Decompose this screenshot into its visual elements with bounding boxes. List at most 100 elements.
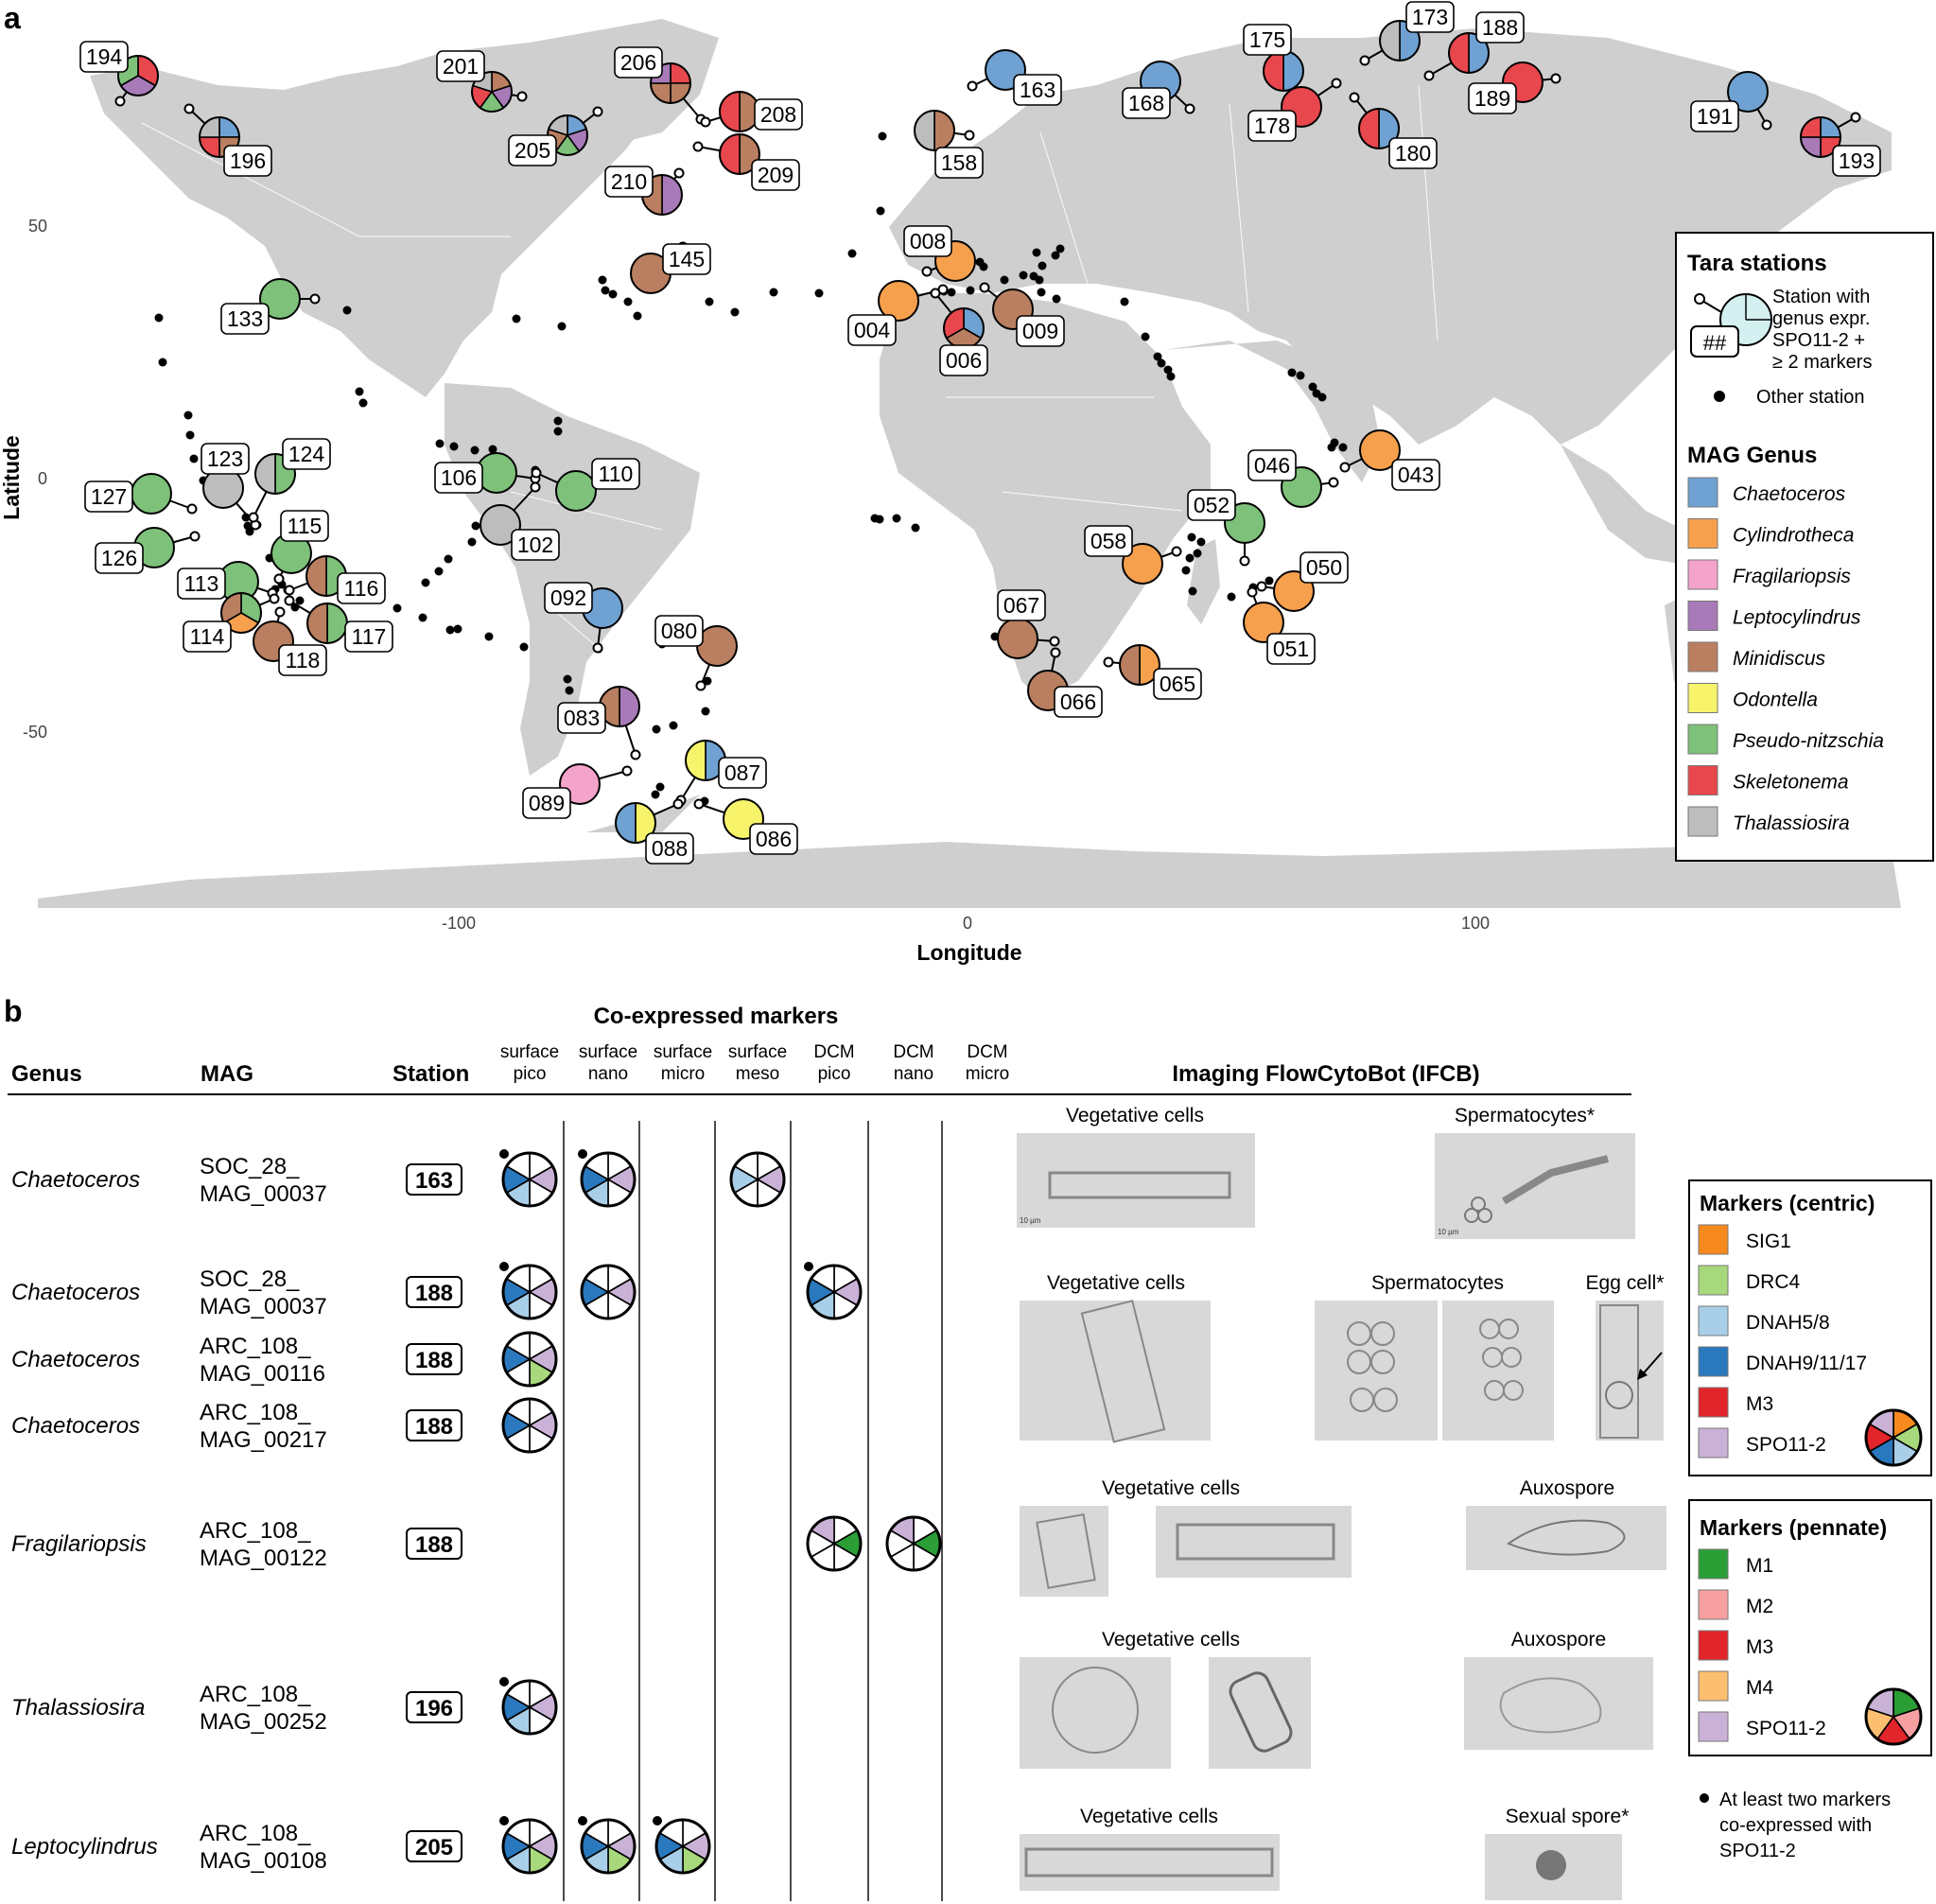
label-r5a: Vegetative cells bbox=[1080, 1806, 1218, 1827]
column-header-bottom: micro bbox=[966, 1064, 1009, 1084]
genus-legend-item: Chaetoceros bbox=[1687, 477, 1846, 508]
station-pie-006 bbox=[943, 307, 985, 349]
station-pie-102 bbox=[480, 504, 521, 546]
station-label-box bbox=[557, 702, 606, 734]
column-header-bottom: nano bbox=[588, 1064, 628, 1084]
ifcb-images: Vegetative cells 10 µm Spermatocytes* 10… bbox=[1017, 1105, 1666, 1900]
other-station-dot bbox=[847, 249, 857, 258]
station-label: 050 bbox=[1306, 555, 1342, 580]
station-pie-114 bbox=[220, 592, 262, 634]
marker-pie bbox=[501, 1331, 558, 1388]
label-r1b: Spermatocytes* bbox=[1455, 1105, 1595, 1127]
other-station-dot bbox=[467, 537, 477, 547]
station-pie-117 bbox=[306, 603, 348, 644]
station-label: 110 bbox=[599, 462, 634, 486]
other-station-dot bbox=[1019, 271, 1028, 280]
other-station-dots bbox=[154, 131, 1348, 807]
row-station-box bbox=[406, 1409, 462, 1441]
svg-text:At least two markers: At least two markers bbox=[1719, 1790, 1891, 1810]
other-station-dot bbox=[892, 514, 901, 523]
other-station-dot bbox=[979, 262, 988, 271]
station-label: 004 bbox=[854, 318, 891, 342]
centric-pie bbox=[1864, 1408, 1923, 1467]
other-station-dot bbox=[1196, 537, 1206, 547]
station-label-box bbox=[662, 243, 711, 275]
legend-dot bbox=[1714, 391, 1725, 402]
genus-legend-item: Fragilariopsis bbox=[1687, 559, 1851, 590]
station-label: 201 bbox=[443, 54, 479, 79]
row-station-box bbox=[406, 1528, 462, 1560]
station-label: 102 bbox=[517, 533, 553, 557]
station-189: 189 bbox=[1468, 61, 1561, 114]
station-label: 083 bbox=[564, 706, 600, 730]
station-116: 116 bbox=[284, 555, 386, 604]
station-label-box bbox=[434, 462, 483, 494]
genus-legend-item: Leptocylindrus bbox=[1687, 601, 1861, 631]
station-label-box bbox=[1266, 633, 1316, 665]
marker-pie bbox=[501, 1151, 558, 1208]
arrow-icon bbox=[1640, 1352, 1663, 1377]
coexpression-dot bbox=[499, 1816, 509, 1825]
legend-genus-title: MAG Genus bbox=[1687, 443, 1817, 468]
station-label-box bbox=[337, 572, 386, 604]
station-115: 115 bbox=[270, 510, 329, 585]
column-header-top: DCM bbox=[813, 1042, 854, 1062]
station-label-box bbox=[1388, 137, 1438, 169]
legend-station-desc-2: genus expr. bbox=[1772, 308, 1870, 329]
column-header-bottom: pico bbox=[514, 1064, 547, 1084]
station-114: 114 bbox=[183, 592, 280, 653]
station-193: 193 bbox=[1800, 112, 1881, 177]
station-label: 178 bbox=[1254, 114, 1290, 138]
station-110: 110 bbox=[531, 458, 640, 512]
station-pie-201 bbox=[471, 71, 513, 113]
image-r3a-2 bbox=[1156, 1506, 1352, 1578]
other-station-dot bbox=[418, 613, 427, 622]
station-label-box bbox=[751, 159, 800, 191]
station-label: 124 bbox=[288, 442, 325, 466]
genus-legend-items: ChaetocerosCylindrothecaFragilariopsisLe… bbox=[1687, 477, 1884, 837]
marker-pie bbox=[654, 1818, 711, 1875]
station-206: 206 bbox=[614, 46, 706, 125]
legend-station-desc-4: ≥ 2 markers bbox=[1772, 352, 1872, 373]
station-pie-133 bbox=[259, 278, 301, 320]
coexpression-dot bbox=[578, 1816, 587, 1825]
y-axis-label: Latitude bbox=[0, 435, 24, 519]
image-r1a bbox=[1017, 1133, 1255, 1228]
other-station-dot bbox=[449, 442, 459, 451]
other-station-dot bbox=[623, 297, 633, 306]
panel-b-letter: b bbox=[4, 994, 23, 1028]
other-station-dot bbox=[1035, 275, 1044, 285]
station-126: 126 bbox=[95, 527, 201, 574]
other-station-dot bbox=[1287, 368, 1297, 377]
station-label-box bbox=[344, 620, 393, 653]
station-label: 193 bbox=[1839, 148, 1875, 173]
station-label-box bbox=[220, 303, 270, 335]
station-label-box bbox=[544, 582, 593, 614]
y-tick-neg50: -50 bbox=[23, 723, 47, 742]
station-label: 206 bbox=[620, 50, 656, 75]
svg-text:Thalassiosira: Thalassiosira bbox=[1733, 812, 1850, 834]
x-tick-100: 100 bbox=[1461, 914, 1490, 933]
svg-text:Pseudo-nitzschia: Pseudo-nitzschia bbox=[1733, 730, 1884, 752]
marker-legend-item: DNAH5/8 bbox=[1698, 1305, 1830, 1336]
other-station-dot bbox=[701, 707, 710, 716]
column-header-bottom: micro bbox=[661, 1064, 705, 1084]
station-pie-067 bbox=[997, 618, 1038, 659]
svg-text:Skeletonema: Skeletonema bbox=[1733, 772, 1849, 794]
station-158: 158 bbox=[914, 110, 984, 179]
station-label: 158 bbox=[941, 150, 977, 175]
station-label: 067 bbox=[1003, 593, 1039, 618]
pennate-legend-pie bbox=[1864, 1687, 1923, 1746]
other-station-dot bbox=[295, 596, 305, 605]
svg-text:DRC4: DRC4 bbox=[1746, 1271, 1800, 1293]
station-label-box bbox=[1475, 11, 1525, 44]
svg-text:M3: M3 bbox=[1746, 1393, 1773, 1415]
label-r5b: Sexual spore* bbox=[1506, 1806, 1630, 1827]
other-station-dot bbox=[1317, 393, 1327, 402]
svg-text:Leptocylindrus: Leptocylindrus bbox=[1733, 607, 1861, 629]
station-113: 113 bbox=[177, 561, 278, 603]
station-pie-173 bbox=[1379, 20, 1421, 61]
station-133: 133 bbox=[220, 278, 321, 335]
station-label: 051 bbox=[1273, 637, 1309, 661]
station-124: 124 bbox=[248, 438, 331, 523]
